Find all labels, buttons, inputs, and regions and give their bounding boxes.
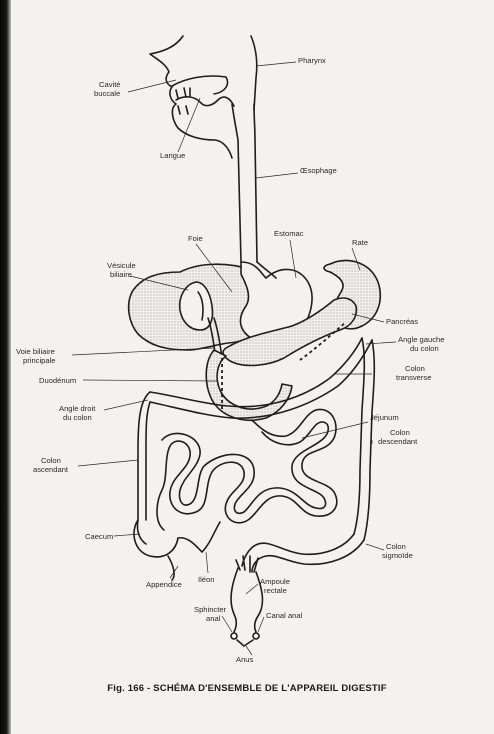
label-colon-ascendant-2: ascendant <box>33 465 69 474</box>
anal-sphincter <box>231 633 237 639</box>
label-colon-sigmoide-2: sigmoïde <box>382 551 413 560</box>
label-ampoule-1: Ampoule <box>260 577 290 586</box>
label-voie-biliaire-2: principale <box>23 356 56 365</box>
label-estomac: Estomac <box>274 229 304 238</box>
label-vesicule-2: biliaire <box>110 270 132 279</box>
label-angle-gauche-1: Angle gauche <box>398 335 444 344</box>
oral-cavity <box>172 76 234 114</box>
label-sphincter-1: Sphincter <box>194 605 227 614</box>
label-colon-transverse-1: Colon <box>405 364 425 373</box>
label-ileon: Iléon <box>198 575 214 584</box>
rectal-ampulla <box>231 568 262 632</box>
label-cavite-buccale-2: buccale <box>94 89 120 98</box>
label-colon-ascendant-1: Colon <box>41 456 61 465</box>
label-jejunum: Jéjunum <box>370 413 399 422</box>
figure-caption: Fig. 166 - SCHÉMA D'ENSEMBLE DE L'APPARE… <box>0 683 494 694</box>
label-appendice: Appendice <box>146 580 182 589</box>
head-profile <box>150 36 257 158</box>
label-sphincter-2: anal <box>206 614 221 623</box>
label-rate: Rate <box>352 238 368 247</box>
label-cavite-buccale-1: Cavité <box>99 80 121 89</box>
label-colon-transverse-2: transverse <box>396 373 431 382</box>
label-pharynx: Pharynx <box>298 56 326 65</box>
label-colon-descendant-1: Colon <box>390 428 410 437</box>
small-intestine <box>157 409 337 530</box>
label-canal-anal: Canal anal <box>266 611 303 620</box>
ileum <box>178 522 220 552</box>
oesophagus <box>232 104 257 262</box>
label-foie: Foie <box>188 234 203 243</box>
label-duodenum: Duodénum <box>39 376 76 385</box>
ascending-colon <box>137 392 150 544</box>
label-ampoule-2: rectale <box>264 586 287 595</box>
label-angle-droit-1: Angle droit <box>59 404 96 413</box>
label-langue: Langue <box>160 151 185 160</box>
label-colon-sigmoide-1: Colon <box>386 542 406 551</box>
label-vesicule-1: Vésicule <box>107 261 136 270</box>
label-pancreas: Pancréas <box>386 317 418 326</box>
label-caecum: Caecum <box>85 532 113 541</box>
label-anus: Anus <box>236 655 254 664</box>
label-angle-gauche-2: du colon <box>410 344 439 353</box>
label-angle-droit-2: du colon <box>63 413 92 422</box>
sigmoid-colon <box>242 534 354 566</box>
label-voie-biliaire-1: Voie biliaire <box>16 347 55 356</box>
label-oesophage: Œsophage <box>300 166 337 175</box>
label-colon-descendant-2: descendant <box>378 437 418 446</box>
